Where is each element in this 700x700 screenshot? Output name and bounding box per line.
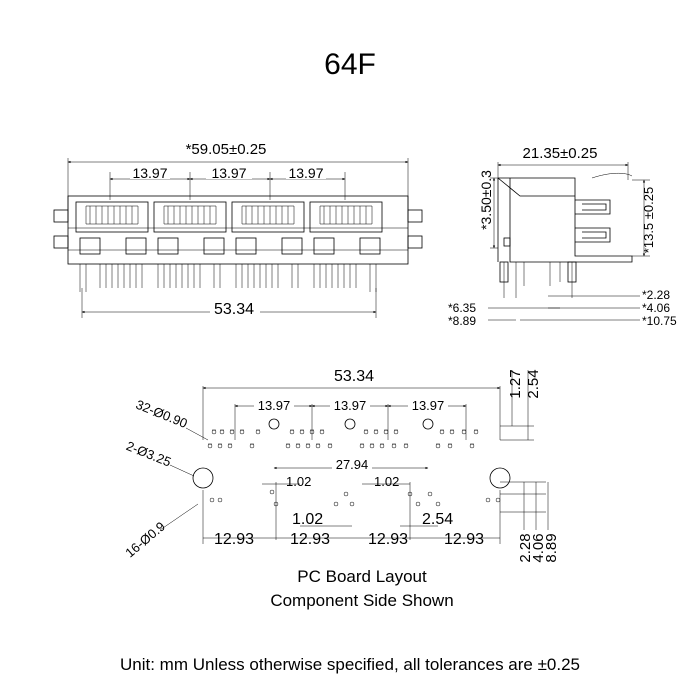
- pcb-bottom-pitch-4: 12.93: [444, 531, 484, 548]
- front-pitch-1: 13.97: [132, 165, 167, 181]
- pcb-hole-note-16: 16-Ø0.9: [122, 519, 168, 561]
- mount-hole-left: [192, 467, 214, 489]
- pcb-dim-228: 2.28: [517, 533, 534, 562]
- pcb-top-pitch-3: 13.97: [412, 398, 445, 413]
- pcb-bottom-pitch-1: 12.93: [214, 531, 254, 548]
- side-dim-228: *2.28: [642, 288, 670, 302]
- pcb-bottom-pitch-2: 12.93: [290, 531, 330, 548]
- front-port-4: [309, 201, 383, 255]
- pcb-small-dim-a: 1.02: [286, 474, 311, 489]
- drawing-title: 64F: [324, 48, 376, 81]
- pcb-top-pitch-1: 13.97: [258, 398, 291, 413]
- front-pitch-2: 13.97: [211, 165, 246, 181]
- pcb-small-dim-b: 1.02: [374, 474, 399, 489]
- pcb-pin-rows: [207, 429, 479, 449]
- side-height: *3.50±0.3: [478, 170, 494, 230]
- side-dim-889: *8.89: [448, 314, 476, 328]
- pcb-dim-406: 4.06: [530, 533, 547, 562]
- side-view: 21.35±0.25 *3.50±0.3 *13.5 ±0.25 *2.28 *…: [448, 145, 677, 328]
- side-dim-1075: *10.75: [642, 314, 677, 328]
- pcb-dim-254-top: 2.54: [525, 369, 542, 398]
- pcb-mid-span: 27.94: [336, 457, 369, 472]
- front-port-1: [75, 201, 149, 255]
- pcb-hole-note-32: 32-Ø0.90: [134, 397, 190, 431]
- pcb-small-dim-d: 2.54: [422, 511, 453, 528]
- side-depth: 21.35±0.25: [523, 145, 598, 162]
- front-pin-span: 53.34: [214, 301, 254, 318]
- side-body-height: *13.5 ±0.25: [641, 187, 656, 253]
- pcb-dim-127: 1.27: [507, 369, 524, 398]
- pcb-top-pitch-2: 13.97: [334, 398, 367, 413]
- front-overall-width: *59.05±0.25: [186, 141, 267, 158]
- front-port-3: [231, 201, 305, 255]
- side-dim-406: *4.06: [642, 301, 670, 315]
- front-view: *59.05±0.25 13.97 13.97 13.97: [53, 141, 423, 318]
- front-port-2: [153, 201, 227, 255]
- front-pitch-3: 13.97: [288, 165, 323, 181]
- footer-note: Unit: mm Unless otherwise specified, all…: [120, 655, 580, 674]
- mount-hole-right: [489, 467, 511, 489]
- pcb-small-dim-c: 1.02: [292, 511, 323, 528]
- pcb-layout: 53.34 13.97 13.97 13.97 1.27 2.54 32-Ø0.…: [122, 366, 560, 563]
- pcb-dim-889: 8.89: [543, 533, 560, 562]
- pcb-led-pins: [209, 489, 501, 507]
- pcb-hole-note-2: 2-Ø3.25: [124, 438, 173, 470]
- pcb-bottom-pitch-3: 12.93: [368, 531, 408, 548]
- pcb-overall-span: 53.34: [334, 368, 374, 385]
- caption-line-1: PC Board Layout: [297, 567, 427, 586]
- caption-line-2: Component Side Shown: [270, 591, 453, 610]
- side-dim-635: *6.35: [448, 301, 476, 315]
